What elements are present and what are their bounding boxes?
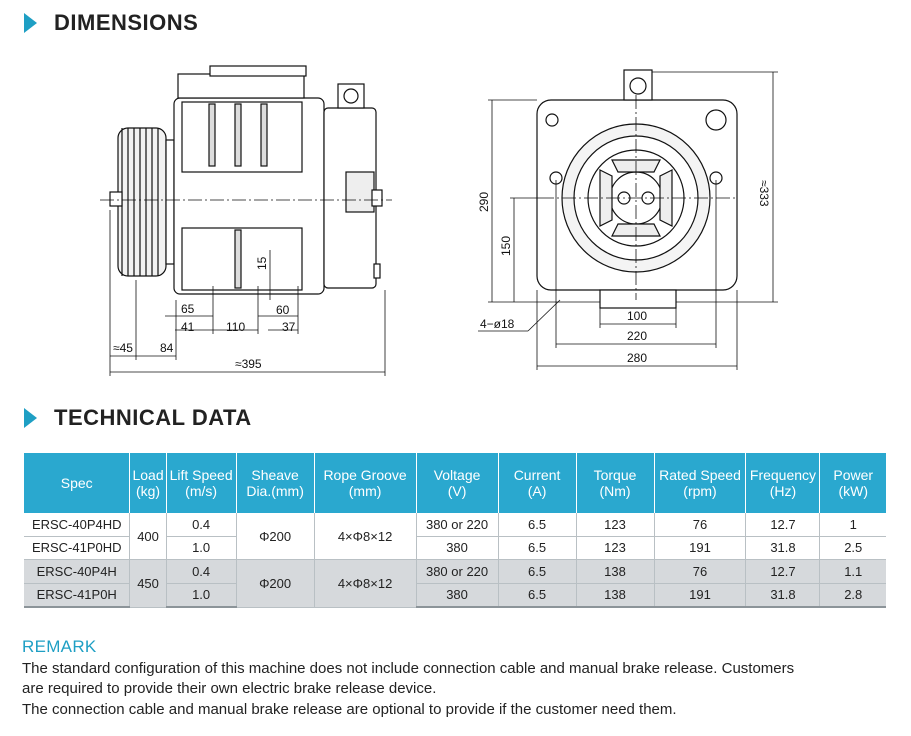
dim-label-290: 290	[477, 192, 491, 212]
cell-power: 2.5	[819, 536, 886, 560]
header-power: Power(kW)	[819, 453, 886, 513]
dim-label-84: 84	[160, 341, 174, 355]
cell-frequency: 31.8	[745, 536, 821, 560]
cell-rope-groove: 4×Φ8×12	[314, 559, 417, 608]
header-spec: Spec	[24, 453, 131, 513]
cell-voltage: 380	[416, 583, 499, 608]
dimensions-heading: DIMENSIONS	[24, 10, 198, 36]
cell-frequency: 12.7	[745, 513, 821, 537]
header-frequency: Frequency(Hz)	[745, 453, 821, 513]
cell-voltage: 380	[416, 536, 499, 560]
cell-load: 450	[129, 559, 167, 608]
cell-rated-speed: 76	[654, 513, 747, 537]
cell-spec: ERSC-41P0H	[24, 583, 131, 608]
dim-label-15: 15	[255, 256, 269, 270]
dimensions-title: DIMENSIONS	[54, 10, 199, 35]
dim-label-333: ≈333	[757, 180, 771, 207]
cell-current: 6.5	[498, 559, 577, 584]
cell-voltage: 380 or 220	[416, 559, 499, 584]
technical-data-heading: TECHNICAL DATA	[24, 405, 252, 431]
remark-text-line-2: are required to provide their own electr…	[22, 680, 437, 697]
header-torque: Torque(Nm)	[576, 453, 655, 513]
dim-label-37: 37	[282, 320, 296, 334]
dim-label-holes: 4−ø18	[480, 317, 515, 331]
dim-label-100: 100	[627, 309, 647, 323]
cell-lift-speed: 1.0	[166, 536, 237, 560]
dim-label-150: 150	[499, 236, 513, 256]
header-load: Load(kg)	[129, 453, 167, 513]
side-view-dimension-labels: 65 41 110 60 37 15 ≈45 84 ≈395	[113, 256, 296, 371]
cell-voltage: 380 or 220	[416, 513, 499, 537]
header-rated-speed: Rated Speed(rpm)	[654, 453, 747, 513]
table-row: ERSC-40P4H 450 0.4 Φ200 4×Φ8×12 380 or 2…	[24, 559, 886, 608]
cell-torque: 138	[576, 583, 655, 608]
dim-label-41: 41	[181, 320, 195, 334]
cell-rated-speed: 191	[654, 536, 747, 560]
cell-lift-speed: 0.4	[166, 559, 237, 584]
dimension-drawing: 65 41 110 60 37 15 ≈45 84 ≈395	[100, 65, 778, 376]
section-arrow-icon	[24, 408, 37, 428]
cell-torque: 123	[576, 513, 655, 537]
cell-power: 1.1	[819, 559, 886, 584]
front-view-dimension-labels: 290 150 ≈333 4−ø18 100 220 280	[477, 180, 771, 365]
cell-frequency: 31.8	[745, 583, 821, 608]
header-voltage: Voltage(V)	[416, 453, 499, 513]
dim-label-220: 220	[627, 329, 647, 343]
cell-spec: ERSC-40P4H	[24, 559, 131, 584]
cell-rated-speed: 76	[654, 559, 747, 584]
dim-label-395: ≈395	[235, 357, 262, 371]
cell-power: 1	[819, 513, 886, 537]
front-view-drawing	[478, 69, 778, 370]
cell-spec: ERSC-41P0HD	[24, 536, 131, 560]
cell-current: 6.5	[498, 536, 577, 560]
cell-lift-speed: 1.0	[166, 583, 237, 608]
cell-sheave: Φ200	[236, 513, 315, 560]
dim-label-45: ≈45	[113, 341, 133, 355]
dim-label-280: 280	[627, 351, 647, 365]
cell-frequency: 12.7	[745, 559, 821, 584]
cell-power: 2.8	[819, 583, 886, 608]
remark-title: REMARK	[22, 637, 97, 656]
header-lift-speed: Lift Speed(m/s)	[166, 453, 237, 513]
cell-lift-speed: 0.4	[166, 513, 237, 537]
remark-text-line-3: The connection cable and manual brake re…	[22, 701, 677, 718]
remark-text-line-1: The standard configuration of this machi…	[22, 660, 795, 677]
technical-data-title: TECHNICAL DATA	[54, 405, 252, 430]
cell-rope-groove: 4×Φ8×12	[314, 513, 417, 560]
cell-sheave: Φ200	[236, 559, 315, 608]
cell-current: 6.5	[498, 513, 577, 537]
header-rope-groove: Rope Groove(mm)	[314, 453, 417, 513]
side-view-drawing	[100, 65, 392, 376]
table-row: ERSC-41P0H 1.0 380 6.5 138 191 31.8 2.8	[24, 583, 886, 608]
table-row: ERSC-40P4HD 400 0.4 Φ200 4×Φ8×12 380 or …	[24, 513, 886, 560]
cell-spec: ERSC-40P4HD	[24, 513, 131, 537]
cell-load: 400	[129, 513, 167, 560]
dim-label-60: 60	[276, 303, 290, 317]
cell-torque: 138	[576, 559, 655, 584]
cell-torque: 123	[576, 536, 655, 560]
dim-label-65: 65	[181, 302, 195, 316]
table-row: ERSC-41P0HD 1.0 380 6.5 123 191 31.8 2.5	[24, 536, 886, 560]
dim-label-110: 110	[226, 320, 245, 334]
cell-rated-speed: 191	[654, 583, 747, 608]
section-arrow-icon	[24, 13, 37, 33]
cell-current: 6.5	[498, 583, 577, 608]
header-current: Current(A)	[498, 453, 577, 513]
